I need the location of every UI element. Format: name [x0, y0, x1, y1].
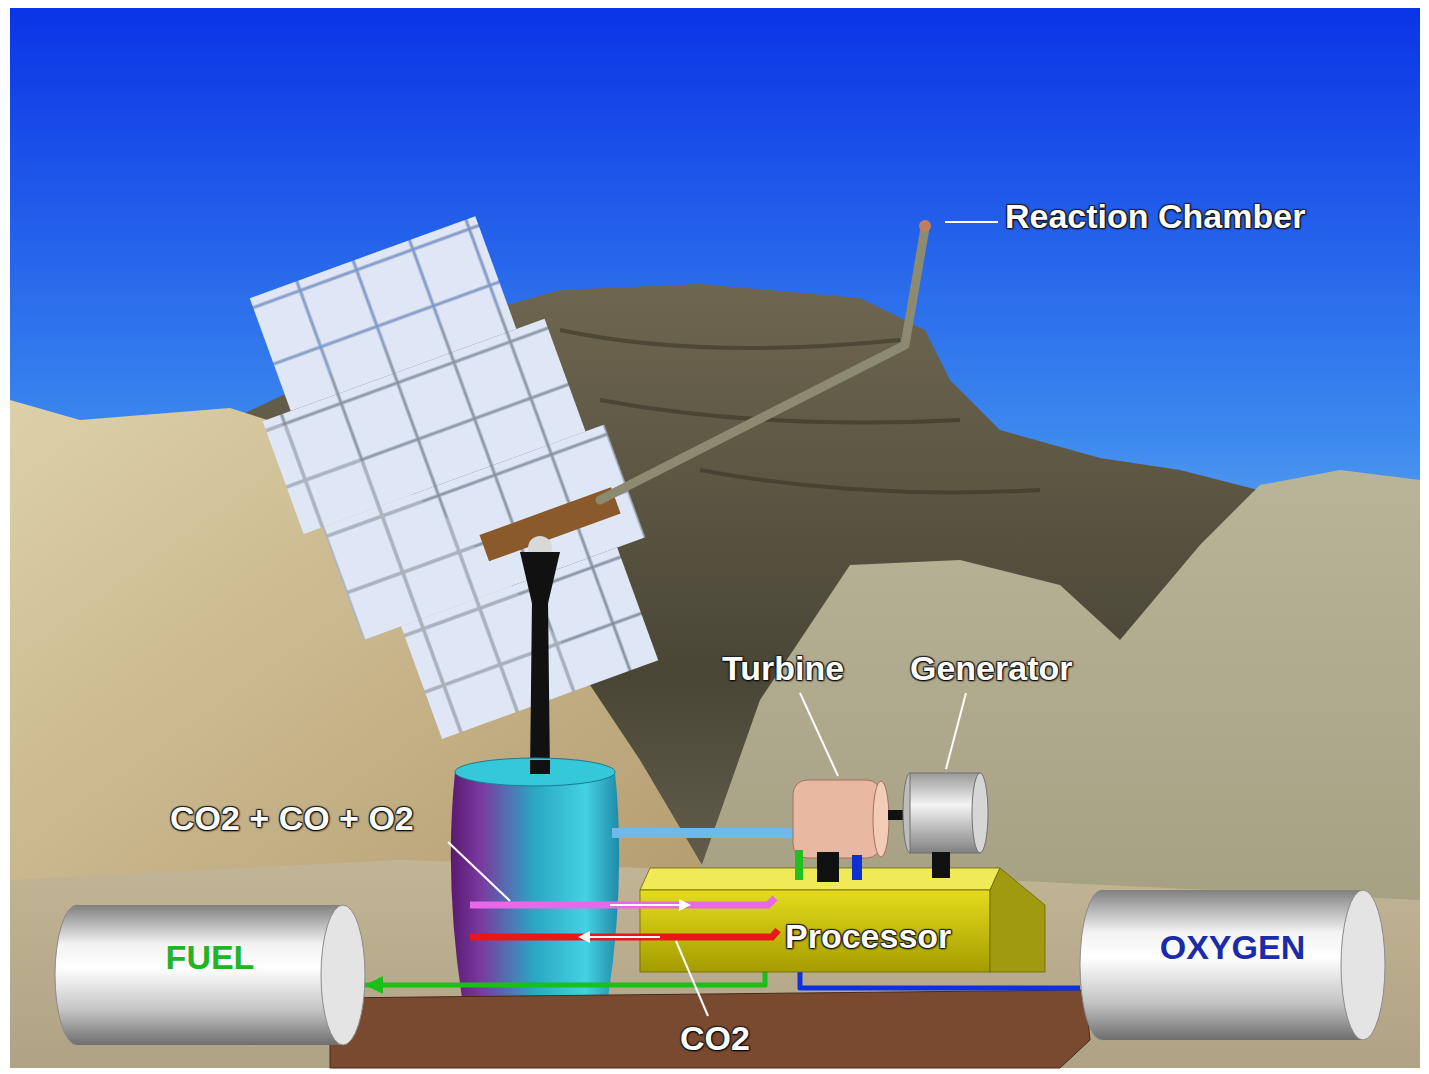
leader-lines — [448, 222, 998, 1016]
tank-body — [1102, 890, 1363, 1040]
heliostat — [222, 199, 931, 775]
node-label: FUEL — [166, 939, 255, 976]
sky — [10, 8, 1420, 1068]
box-side — [990, 868, 1045, 972]
flow-label: CO2 — [680, 1020, 750, 1057]
co2-pipe — [470, 930, 778, 943]
generator-symbol — [903, 773, 988, 853]
processor-box: Processor — [640, 868, 1045, 972]
tank-end — [1341, 890, 1385, 1040]
tank-body — [77, 905, 343, 1045]
reactor-vessel — [451, 758, 619, 998]
fuel-tank: FUEL — [55, 905, 365, 1045]
node-label: OXYGEN — [1160, 929, 1305, 966]
fuel-line — [365, 972, 765, 985]
part-label: Turbine — [722, 650, 844, 687]
box-front — [640, 890, 990, 972]
base-platform — [330, 990, 1090, 1068]
ground — [10, 860, 1420, 1068]
tank-end — [321, 905, 365, 1045]
node-label: Processor — [785, 918, 951, 955]
mesa — [10, 284, 1420, 1068]
turbine-symbol — [793, 780, 889, 858]
gas-pipe — [470, 898, 775, 911]
oxygen-line — [800, 972, 1080, 988]
oxygen-tank: OXYGEN — [1080, 890, 1385, 1040]
rock-strata — [560, 330, 1040, 493]
part-label: Reaction Chamber — [1005, 198, 1305, 235]
processor-ports — [795, 850, 950, 882]
flow-label: CO2 + CO + O2 — [170, 800, 414, 837]
box-top — [640, 868, 1000, 890]
part-label: Generator — [910, 650, 1073, 687]
steam-pipe — [612, 828, 796, 838]
